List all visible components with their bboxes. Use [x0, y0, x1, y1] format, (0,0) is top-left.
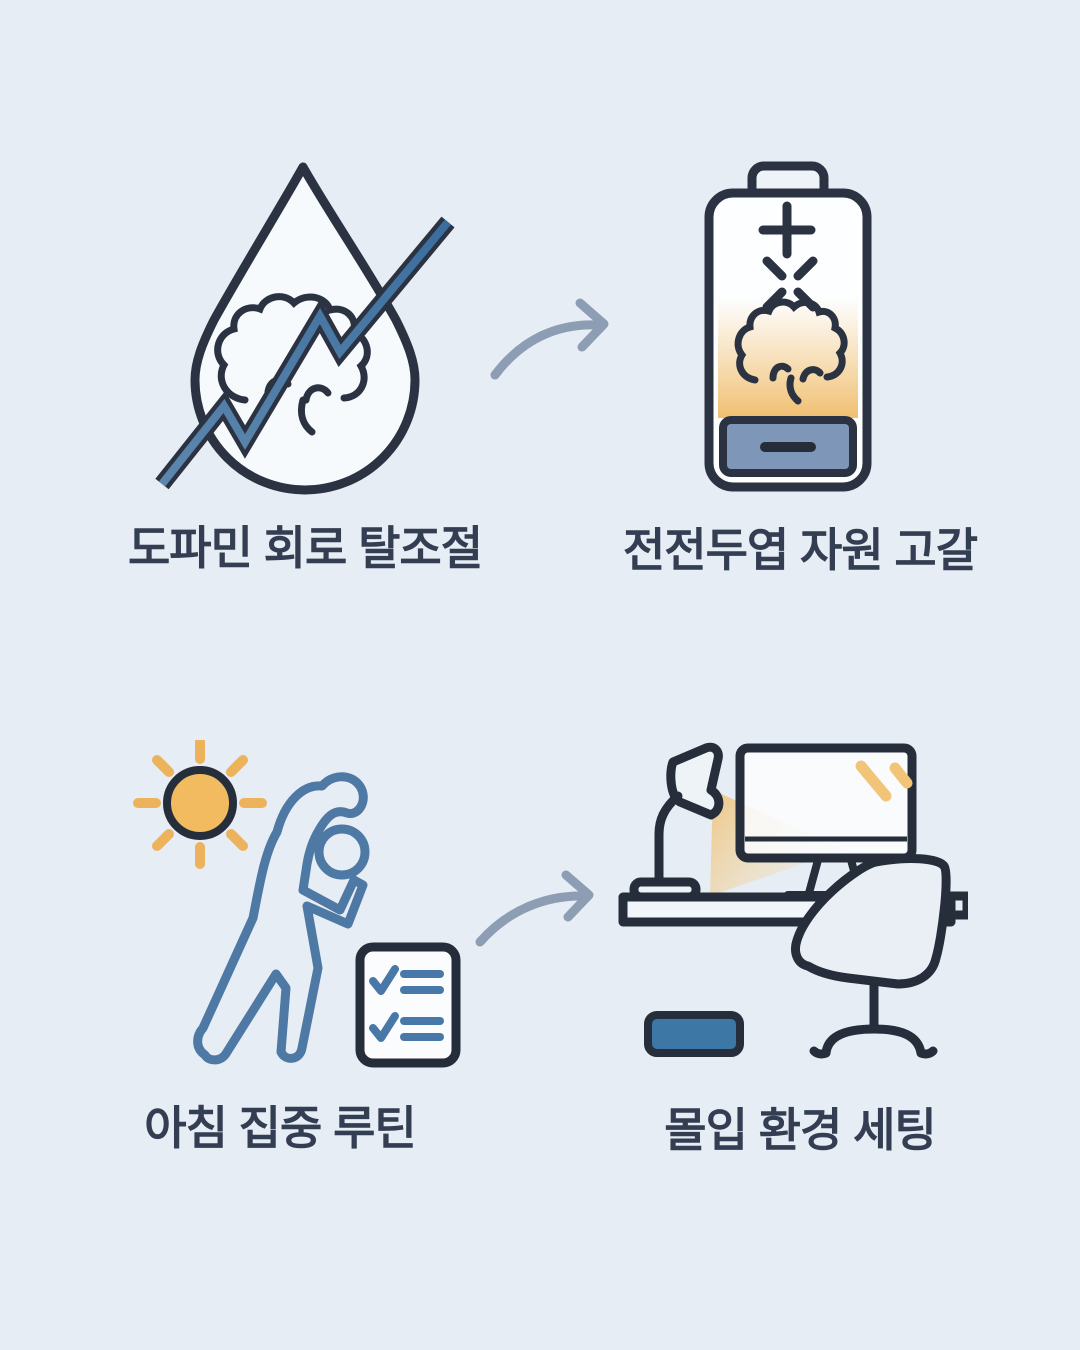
phone-facedown-icon: [644, 1011, 744, 1057]
panel-label-environment: 몰입 환경 세팅: [664, 1104, 936, 1156]
panel-label-dopamine: 도파민 회로 탈조절: [127, 522, 483, 574]
checklist-icon: [355, 942, 461, 1068]
office-chair-icon: [791, 854, 968, 1059]
screen-reflection: [855, 760, 892, 802]
panel-label-morning-routine: 아침 집중 루틴: [144, 1102, 416, 1154]
spike-arrow: [155, 216, 455, 490]
desk-lamp-icon: [629, 742, 724, 902]
arrow-bottom-icon: [475, 870, 594, 947]
desk-setup-icon: [618, 742, 968, 1059]
low-battery-brain-icon: [704, 161, 872, 492]
sun-stretching-checklist-icon: [133, 740, 461, 1068]
stretching-person-icon: [193, 772, 370, 1065]
plus-icon: [758, 201, 816, 259]
droplet-brain-spike-icon: [155, 162, 455, 495]
panel-label-prefrontal: 전전두엽 자원 고갈: [622, 524, 978, 576]
sun-icon: [163, 766, 237, 840]
screen-reflection: [889, 762, 913, 789]
monitor-icon: [735, 743, 917, 899]
sun-rays: [133, 740, 267, 869]
arrow-top-icon: [490, 298, 609, 380]
brain-icon: [734, 298, 848, 405]
